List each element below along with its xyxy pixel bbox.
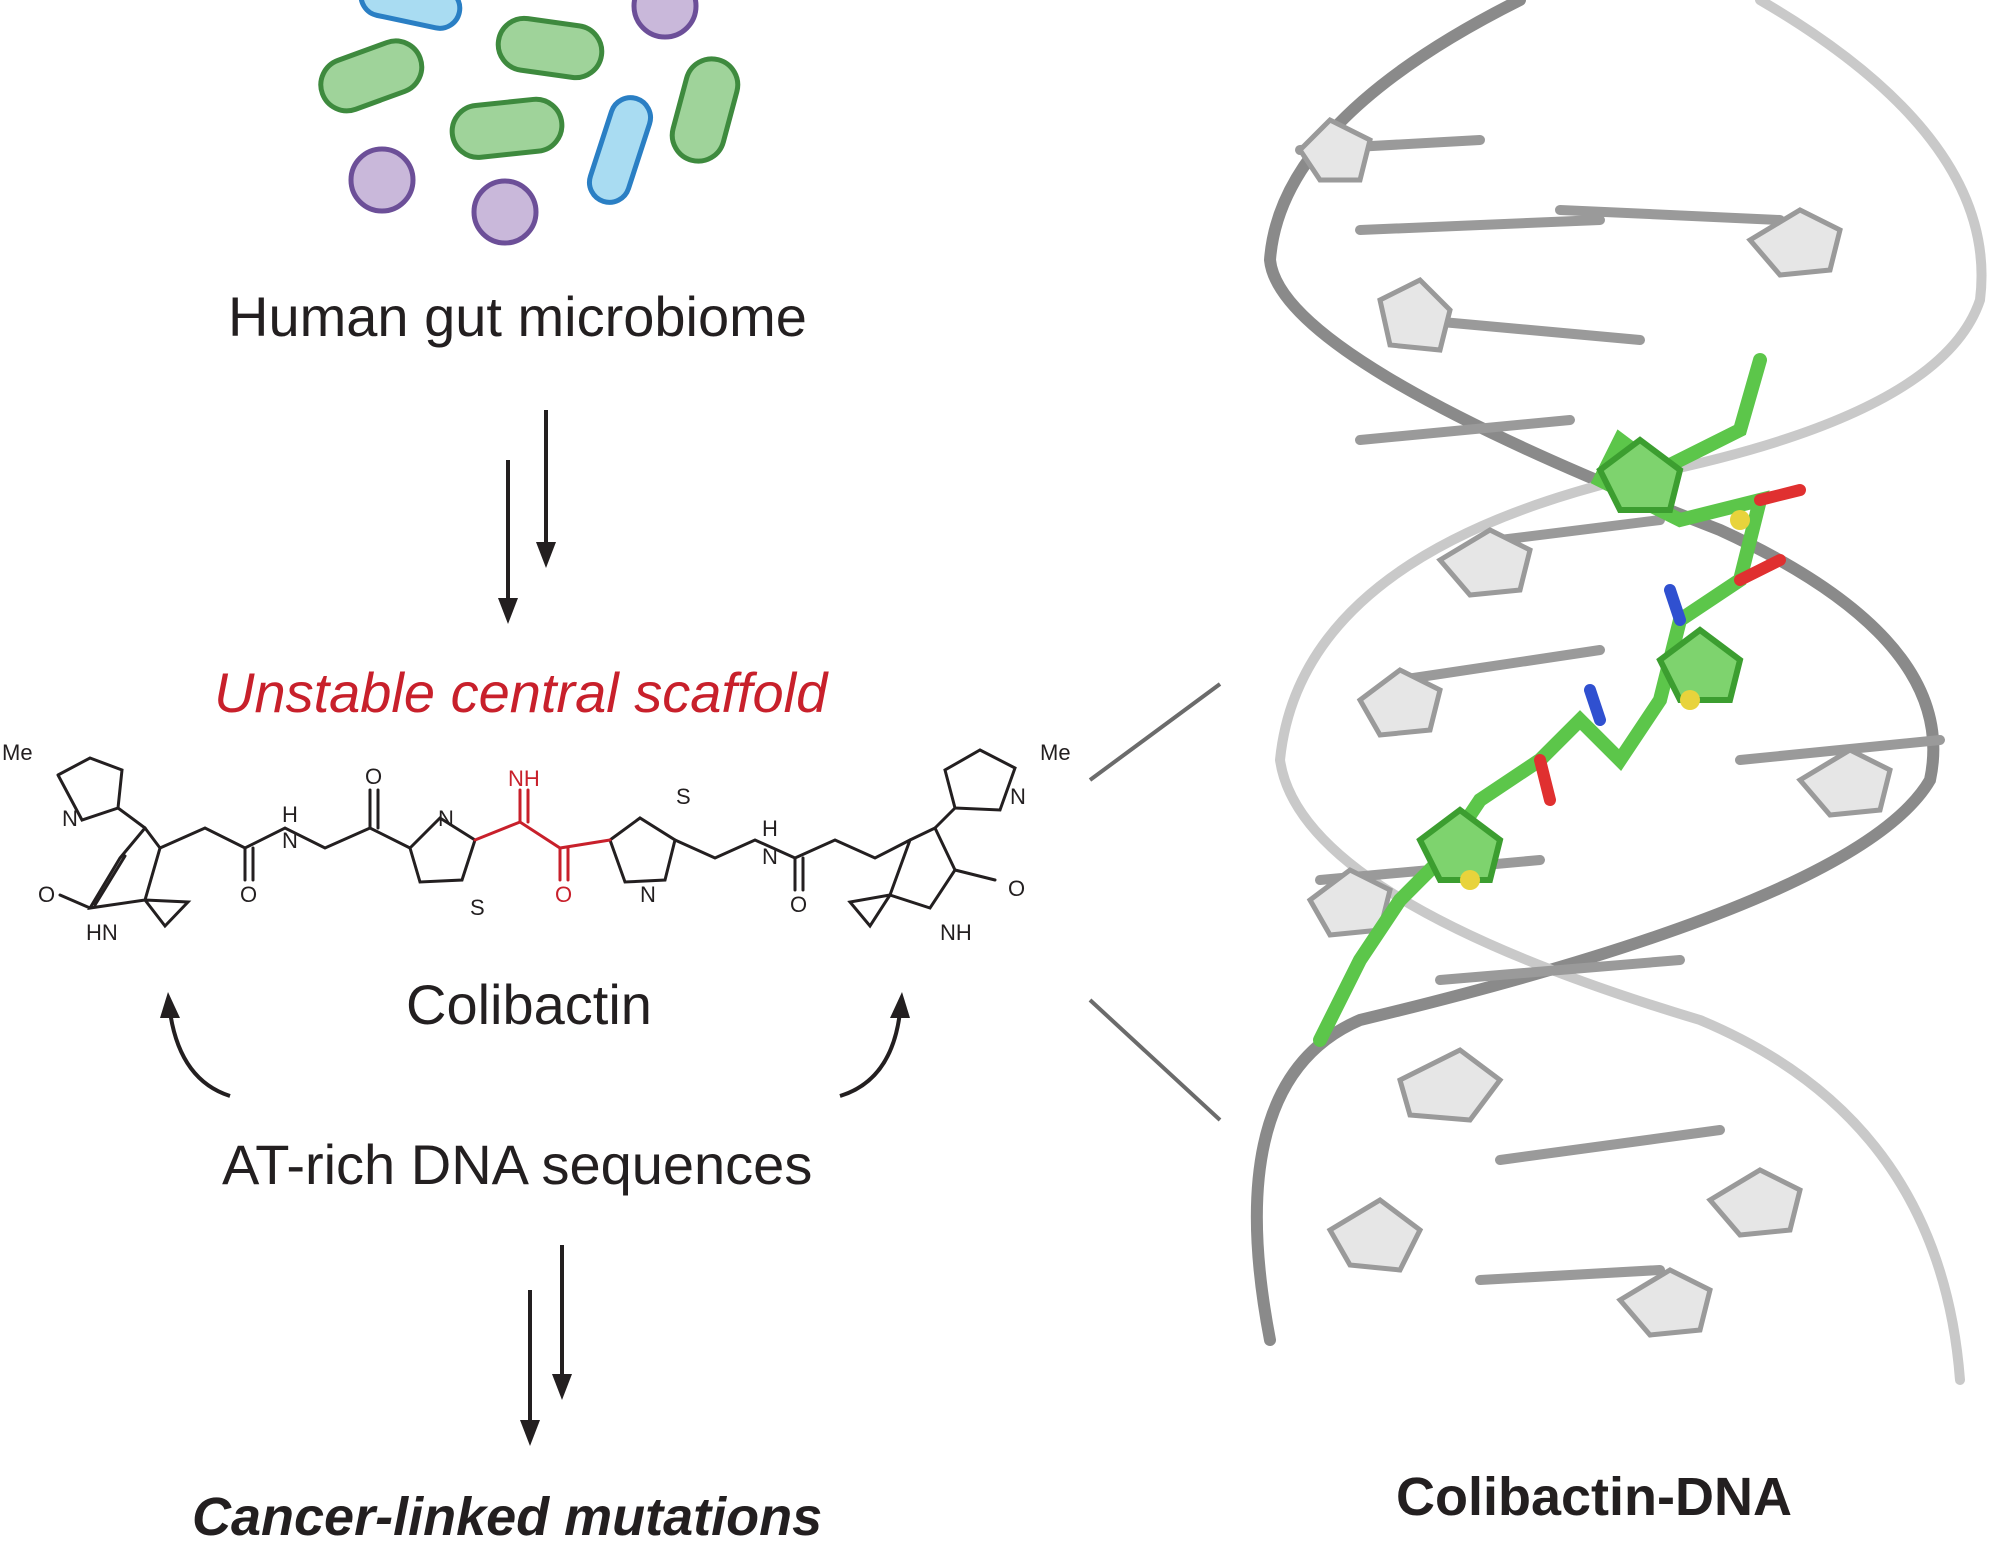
bacterium-green-rod <box>318 38 425 114</box>
colibactin-dna-model <box>1250 0 1987 1385</box>
microbiome-illustration <box>318 0 741 246</box>
atom-s-thiazole-left: S <box>470 895 485 920</box>
atom-me-right: Me <box>1040 740 1071 765</box>
dna-backbone-strand-2 <box>1274 0 1987 1385</box>
colibactin-ligand <box>1313 353 1806 1047</box>
bacterium-blue-rod <box>586 95 654 205</box>
zoom-lines <box>1088 682 1222 1122</box>
atom-o-amide-right: O <box>790 892 807 917</box>
atom-s-thiazole-right: S <box>676 784 691 809</box>
bacterium-purple-coccus <box>631 0 699 40</box>
atom-me-left: Me <box>2 740 33 765</box>
atom-h-left: H <box>282 802 298 827</box>
atom-hn-left: HN <box>86 920 118 945</box>
arrows-to-mutations <box>520 1245 572 1446</box>
colibactin-label: Colibactin <box>406 973 652 1036</box>
atom-n-right: N <box>1010 784 1026 809</box>
atom-n-amide-right: N <box>762 844 778 869</box>
curved-arrows-at-rich <box>160 992 910 1098</box>
atom-h-right: H <box>762 816 778 841</box>
microbiome-label: Human gut microbiome <box>228 285 807 348</box>
arrows-microbiome-to-scaffold <box>498 410 556 624</box>
atom-n-amide-left: N <box>282 828 298 853</box>
atom-n-thiazole-left: N <box>438 806 454 831</box>
atom-nh-red: NH <box>508 766 540 791</box>
colibactin-structure: Me N O HN O H N O N S NH O S N H N O N M… <box>2 740 1071 945</box>
atom-n-thiazole-right: N <box>640 882 656 907</box>
atom-o-amide-left: O <box>240 882 257 907</box>
atom-o-red: O <box>555 882 572 907</box>
scaffold-label: Unstable central scaffold <box>214 661 828 724</box>
bacterium-blue-rod <box>358 0 463 31</box>
bacterium-green-rod <box>449 96 565 160</box>
complex-label: Colibactin-DNA <box>1396 1467 1792 1527</box>
atom-o-right: O <box>1008 876 1025 901</box>
atom-o-ketone-left: O <box>365 764 382 789</box>
mutations-label: Cancer-linked mutations <box>192 1487 823 1547</box>
at-rich-label: AT-rich DNA sequences <box>222 1133 813 1196</box>
dna-backbone-strand-1 <box>1250 0 1940 1346</box>
bacterium-green-rod <box>495 15 605 81</box>
bacterium-green-rod <box>669 56 741 164</box>
atom-o-left: O <box>38 882 55 907</box>
bacterium-purple-coccus <box>348 146 416 214</box>
dna-bases <box>1295 116 1945 1338</box>
bacterium-purple-coccus <box>471 178 539 246</box>
atom-n-left: N <box>62 806 78 831</box>
atom-nh-right: NH <box>940 920 972 945</box>
